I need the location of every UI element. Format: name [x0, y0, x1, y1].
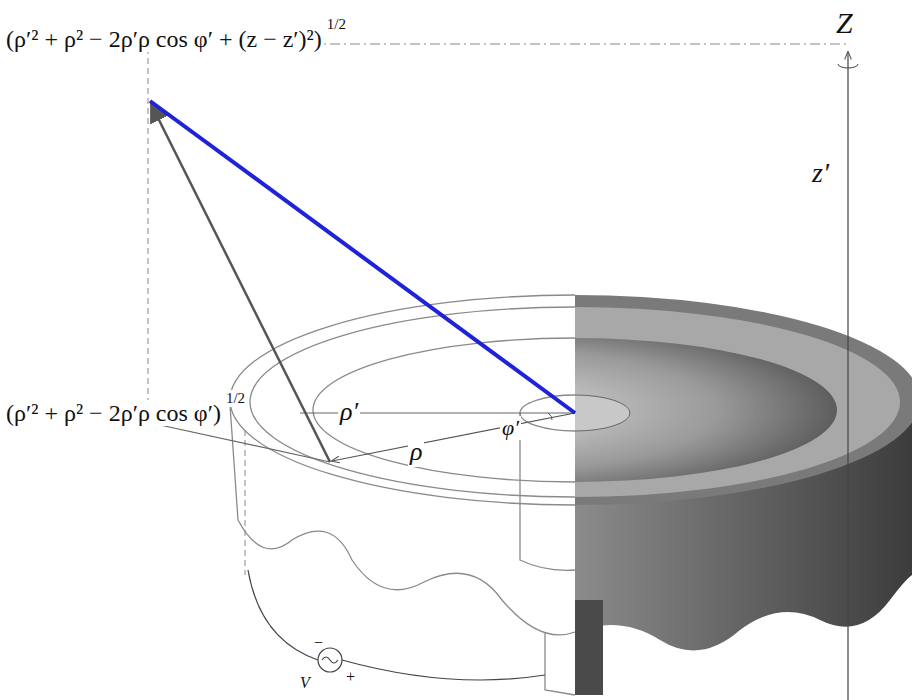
z-axis: [847, 52, 848, 700]
coordinate-label: z′: [812, 158, 829, 189]
wire: [342, 660, 545, 680]
post-side: [520, 413, 575, 570]
bowl-floor-edge: [313, 338, 575, 482]
source-circle: [318, 648, 342, 672]
distance-formula: (ρ′² + ρ² − 2ρ′ρ cos φ′ + (z − z′)²): [4, 26, 324, 52]
blue-line: [150, 101, 575, 413]
bowl-rim: [575, 295, 912, 505]
rho-arrow: [332, 413, 575, 461]
polarity-sign: −: [314, 634, 323, 652]
exponent: 1/2: [224, 390, 247, 407]
bowl-body-edge: [230, 405, 575, 635]
voltage-label: V: [300, 674, 310, 692]
rim-outer: [230, 295, 575, 505]
bowl-outline: [230, 295, 575, 695]
sine-symbol: [322, 657, 338, 663]
radius-label: ρ: [408, 438, 424, 467]
radius-label: ρ′: [338, 398, 360, 427]
chord-line: [160, 425, 330, 462]
shaded-half: [575, 295, 912, 695]
axis-label: Z: [836, 6, 853, 39]
exponent: 1/2: [325, 16, 348, 33]
stem: [575, 600, 603, 695]
rotation-mark: [838, 64, 858, 68]
dashed-drop: [245, 430, 246, 575]
distance-formula: (ρ′² + ρ² − 2ρ′ρ cos φ′): [4, 400, 223, 426]
stem-edge: [545, 632, 575, 695]
voltage-source: [248, 570, 545, 680]
phi-arc: [548, 413, 552, 420]
center-post: [575, 395, 630, 431]
wire: [248, 570, 318, 660]
angle-label: φ′: [500, 416, 521, 440]
polarity-sign: +: [346, 668, 355, 686]
dashed-drop: [148, 48, 149, 405]
bowl-floor: [575, 338, 837, 482]
bowl-inner-rim: [575, 307, 900, 497]
